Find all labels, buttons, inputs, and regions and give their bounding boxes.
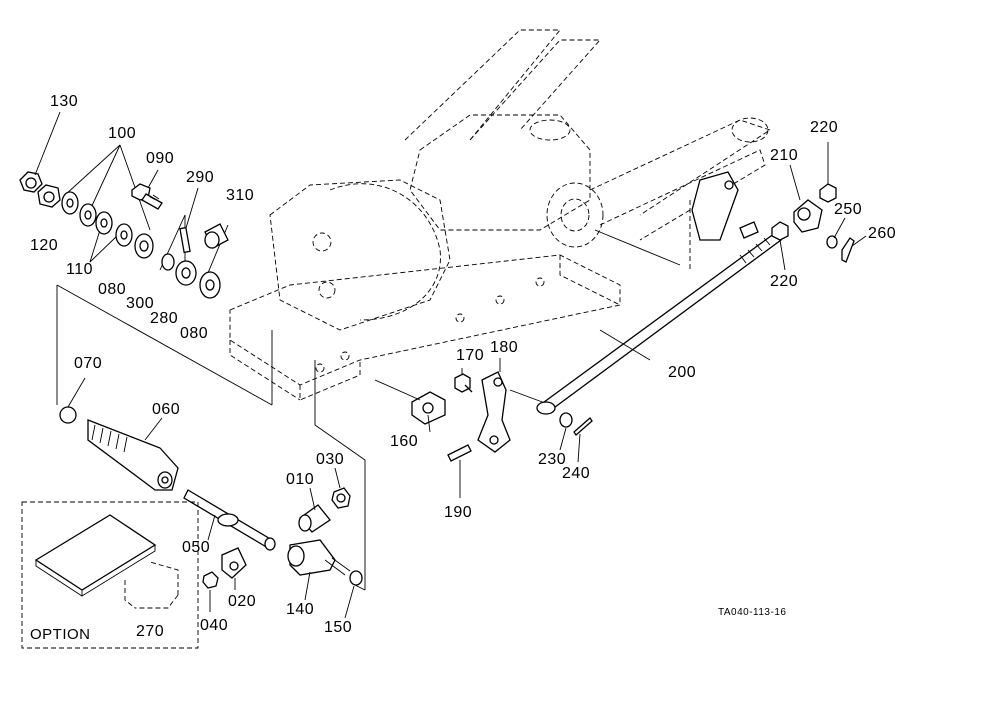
part-270-label: 270 bbox=[136, 623, 165, 640]
part-080-label-a: 080 bbox=[98, 281, 127, 298]
part-190-label: 190 bbox=[444, 504, 473, 521]
part-120-label: 120 bbox=[30, 237, 59, 254]
part-180-label: 180 bbox=[490, 339, 519, 356]
part-050-label: 050 bbox=[182, 539, 211, 556]
option-box bbox=[21, 501, 199, 649]
option-label: OPTION bbox=[30, 626, 91, 643]
part-040-label: 040 bbox=[200, 617, 229, 634]
part-290-label: 290 bbox=[186, 169, 215, 186]
part-240-label: 240 bbox=[562, 465, 591, 482]
part-260-label: 260 bbox=[868, 225, 897, 242]
part-230-label: 230 bbox=[538, 451, 567, 468]
diagram-code: TA040-113-16 bbox=[718, 607, 787, 618]
tie-rod-assembly bbox=[183, 487, 363, 589]
part-060-label: 060 bbox=[152, 401, 181, 418]
part-300-label: 300 bbox=[126, 295, 155, 312]
part-220-label-a: 220 bbox=[810, 119, 839, 136]
label-leaders bbox=[34, 111, 867, 619]
part-210-label: 210 bbox=[770, 147, 799, 164]
part-250-label: 250 bbox=[834, 201, 863, 218]
left-parts-stack bbox=[19, 171, 229, 299]
part-170-label: 170 bbox=[456, 347, 485, 364]
part-220-label-b: 220 bbox=[770, 273, 799, 290]
part-100-label: 100 bbox=[108, 125, 137, 142]
part-280-label: 280 bbox=[150, 310, 179, 327]
part-010-label: 010 bbox=[286, 471, 315, 488]
right-end-parts bbox=[691, 171, 855, 263]
part-080-label-b: 080 bbox=[180, 325, 209, 342]
part-070-label: 070 bbox=[74, 355, 103, 372]
part-130-label: 130 bbox=[50, 93, 79, 110]
front-axle-housing bbox=[229, 29, 772, 401]
part-110-label: 110 bbox=[66, 261, 94, 278]
steering-arm-assembly bbox=[374, 371, 546, 462]
drag-link-200 bbox=[536, 232, 782, 436]
part-090-label: 090 bbox=[146, 150, 175, 167]
part-160-label: 160 bbox=[390, 433, 419, 450]
part-150-label: 150 bbox=[324, 619, 353, 636]
part-020-label: 020 bbox=[228, 593, 257, 610]
part-030-label: 030 bbox=[316, 451, 345, 468]
shaft-060-assembly bbox=[59, 406, 179, 491]
part-140-label: 140 bbox=[286, 601, 315, 618]
part-200-label: 200 bbox=[668, 364, 697, 381]
part-310-label: 310 bbox=[226, 187, 255, 204]
